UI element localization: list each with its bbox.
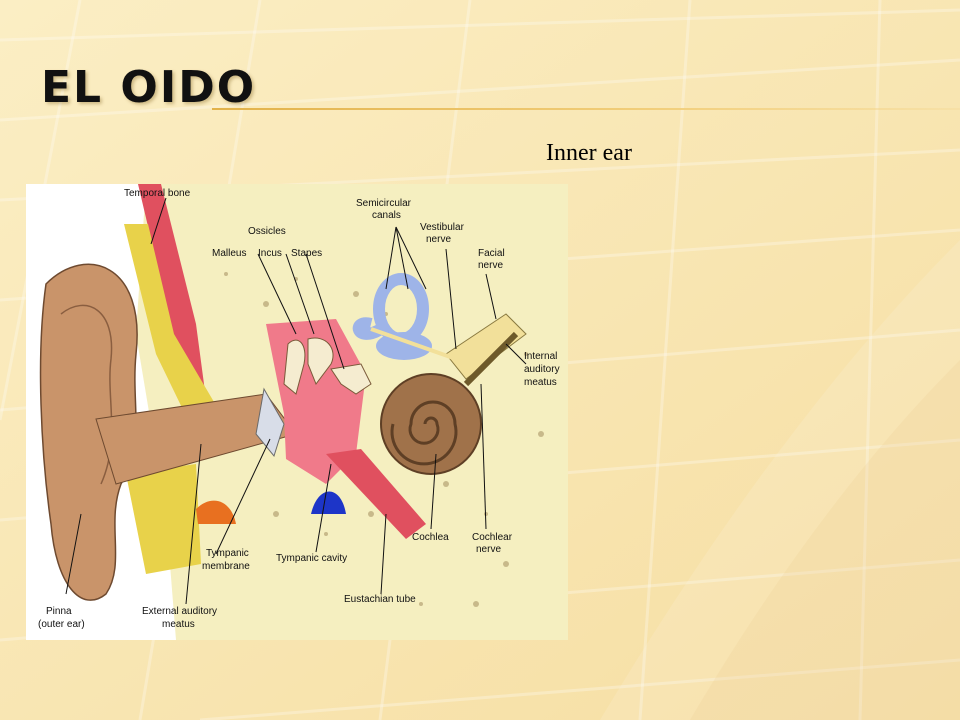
label-incus: Incus <box>258 248 282 259</box>
label-cochlear-nerve-2: nerve <box>476 544 501 555</box>
tympanic-membrane-shape <box>255 387 285 458</box>
label-pinna-2: (outer ear) <box>38 619 85 630</box>
slide-title: EL OIDO <box>41 62 257 113</box>
label-ossicles: Ossicles <box>248 226 286 237</box>
label-internal-auditory-1: Internal <box>524 351 557 362</box>
label-vestibular-nerve-2: nerve <box>426 234 451 245</box>
label-internal-auditory-3: meatus <box>524 377 557 388</box>
label-external-auditory-2: meatus <box>162 619 195 630</box>
vestibule <box>376 332 432 360</box>
ear-anatomy-diagram: Temporal bone Ossicles Malleus Incus Sta… <box>26 184 568 640</box>
label-facial-nerve-2: nerve <box>478 260 503 271</box>
label-cochlea: Cochlea <box>412 532 449 543</box>
orange-tissue <box>196 500 236 524</box>
label-stapes: Stapes <box>291 248 322 259</box>
label-malleus: Malleus <box>212 248 246 259</box>
vestibulocochlear-nerve <box>445 313 527 380</box>
label-internal-auditory-2: auditory <box>524 364 560 375</box>
label-facial-nerve-1: Facial <box>478 248 505 259</box>
pinna <box>39 263 138 601</box>
ossicles-shape <box>283 337 372 395</box>
cartilage-lower <box>126 464 201 574</box>
inner-ear-caption: Inner ear <box>546 140 632 166</box>
label-external-auditory-1: External auditory <box>142 606 217 617</box>
label-semicircular-canals-1: Semicircular <box>356 198 412 209</box>
eustachian-tube-shape <box>326 449 426 539</box>
blue-fluid <box>311 491 346 514</box>
label-pinna-1: Pinna <box>46 606 72 617</box>
title-divider <box>212 108 960 110</box>
label-semicircular-canals-2: canals <box>372 210 401 221</box>
leader-lines <box>65 197 527 605</box>
label-eustachian-tube: Eustachian tube <box>344 594 416 605</box>
label-tympanic-cavity: Tympanic cavity <box>276 553 347 564</box>
label-tympanic-membrane-2: membrane <box>202 561 250 572</box>
label-cochlear-nerve-1: Cochlear <box>472 532 513 543</box>
bone-texture <box>224 272 544 607</box>
label-vestibular-nerve-1: Vestibular <box>420 222 465 233</box>
temporal-muscle <box>138 184 206 406</box>
label-tympanic-membrane-1: Tympanic <box>206 548 249 559</box>
cochlea-shape <box>380 373 482 475</box>
label-temporal-bone: Temporal bone <box>124 188 191 199</box>
ear-anatomy-illustration: Temporal bone Ossicles Malleus Incus Sta… <box>38 184 568 640</box>
cartilage-layer <box>124 224 214 416</box>
